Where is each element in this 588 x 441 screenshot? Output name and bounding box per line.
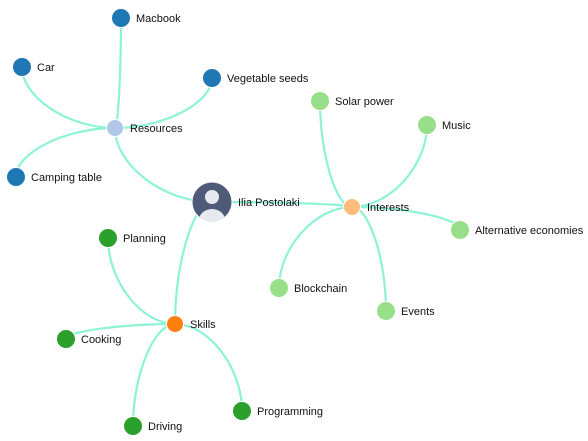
node-label: Music — [442, 120, 471, 132]
node-vegetable-seeds[interactable]: Vegetable seeds — [202, 68, 309, 88]
link-skills-driving — [131, 322, 176, 427]
hub-circle[interactable] — [166, 315, 184, 333]
hub-skills[interactable]: Skills — [166, 315, 217, 333]
hub-label: Interests — [367, 202, 410, 214]
hub-interests[interactable]: Interests — [343, 198, 410, 216]
center-label: Ilia Postolaki — [238, 197, 300, 209]
node-camping-table[interactable]: Camping table — [6, 167, 102, 187]
node-events[interactable]: Events — [376, 301, 436, 321]
node-label: Macbook — [136, 13, 181, 25]
node-label: Alternative economies — [475, 225, 584, 237]
node-circle[interactable] — [269, 278, 289, 298]
node-blockchain[interactable]: Blockchain — [269, 278, 348, 298]
node-circle[interactable] — [56, 329, 76, 349]
node-circle[interactable] — [12, 57, 32, 77]
link-resources-car — [20, 66, 116, 130]
link-skills-planning — [106, 237, 176, 326]
node-label: Programming — [257, 406, 323, 418]
node-circle[interactable] — [98, 228, 118, 248]
node-music[interactable]: Music — [417, 115, 472, 135]
node-label: Driving — [148, 421, 182, 433]
node-circle[interactable] — [123, 416, 143, 436]
node-circle[interactable] — [450, 220, 470, 240]
node-circle[interactable] — [111, 8, 131, 28]
link-resources-vegetable-seeds — [114, 77, 214, 130]
node-label: Car — [37, 62, 55, 74]
node-circle[interactable] — [202, 68, 222, 88]
hub-label: Resources — [130, 123, 183, 135]
node-circle[interactable] — [232, 401, 252, 421]
hub-label: Skills — [190, 319, 216, 331]
node-car[interactable]: Car — [12, 57, 56, 77]
node-solar-power[interactable]: Solar power — [310, 91, 395, 111]
link-resources-camping-table — [14, 126, 116, 178]
node-label: Cooking — [81, 334, 121, 346]
node-planning[interactable]: Planning — [98, 228, 166, 248]
link-interests-music — [351, 124, 429, 209]
link-skills-programming — [174, 322, 244, 412]
node-alternative-economies[interactable]: Alternative economies — [450, 220, 584, 240]
hub-circle[interactable] — [106, 119, 124, 137]
node-driving[interactable]: Driving — [123, 416, 183, 436]
node-circle[interactable] — [310, 91, 330, 111]
link-resources-macbook — [113, 17, 123, 130]
node-programming[interactable]: Programming — [232, 401, 324, 421]
node-cooking[interactable]: Cooking — [56, 329, 122, 349]
node-label: Events — [401, 306, 435, 318]
hub-resources[interactable]: Resources — [106, 119, 184, 137]
node-label: Planning — [123, 233, 166, 245]
node-circle[interactable] — [376, 301, 396, 321]
user-avatar-icon — [199, 190, 225, 222]
node-label: Solar power — [335, 96, 394, 108]
node-circle[interactable] — [417, 115, 437, 135]
link-interests-solar-power — [318, 100, 353, 209]
node-macbook[interactable]: Macbook — [111, 8, 182, 28]
link-interests-events — [351, 205, 388, 312]
node-label: Blockchain — [294, 283, 347, 295]
center-node[interactable]: Ilia Postolaki — [191, 181, 300, 231]
link-interests-blockchain — [277, 205, 353, 289]
node-label: Camping table — [31, 172, 102, 184]
node-circle[interactable] — [6, 167, 26, 187]
node-label: Vegetable seeds — [227, 73, 309, 85]
hub-circle[interactable] — [343, 198, 361, 216]
